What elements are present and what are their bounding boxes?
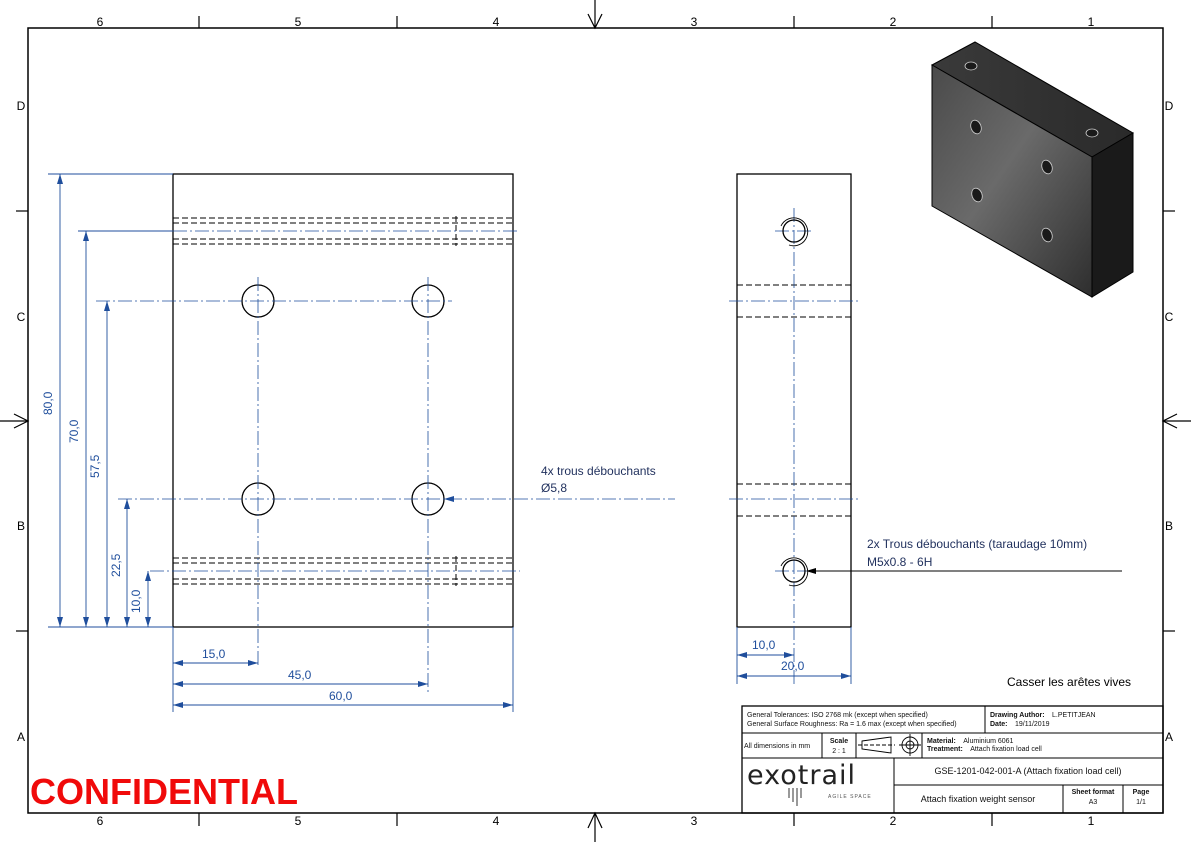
zone-label: 4: [493, 15, 500, 29]
page-value: 1/1: [1136, 799, 1146, 806]
dim-width-45: 45,0: [288, 668, 312, 682]
dim-width-60: 60,0: [329, 689, 353, 703]
logo-wordmark: exotrail: [747, 760, 856, 791]
through-holes: [241, 284, 445, 516]
sheet-format-label: Sheet format: [1072, 789, 1115, 796]
zone-label: B: [1165, 519, 1173, 533]
company-logo: exotrail AGILE SPACE: [747, 760, 872, 806]
leader-arrow: [806, 568, 816, 574]
side-centerlines: [729, 208, 858, 686]
zone-label: 6: [97, 15, 104, 29]
treatment-row: Treatment: Attach fixation load cell: [927, 738, 1042, 755]
isometric-view: [930, 41, 1134, 298]
thread-arc: [780, 557, 809, 587]
front-view: 80,0 70,0 57,5 22,5 10,0 15,0 45,0 60,0 …: [41, 173, 675, 712]
title-block: [741, 705, 1164, 814]
dim-height-10: 10,0: [129, 589, 143, 613]
dim-height-57-5: 57,5: [88, 454, 102, 478]
zone-label: C: [1165, 310, 1174, 324]
edge-break-note: Casser les arêtes vives: [1007, 675, 1131, 689]
zone-label: 6: [97, 814, 104, 828]
hidden-tapped-hole-bottom: [173, 556, 513, 586]
tapped-hole-callout-line1: 2x Trous débouchants (taraudage 10mm): [867, 537, 1087, 551]
author-value: L.PETITJEAN: [1052, 712, 1096, 719]
dimension-arrows: [57, 174, 151, 627]
projection-symbol-icon: [858, 734, 921, 756]
hidden-tapped-hole-top: [173, 216, 513, 246]
material-label: Material:: [927, 738, 956, 745]
zone-labels-left: D C B A: [17, 99, 26, 744]
dim-height-80: 80,0: [41, 391, 55, 415]
date-value: 19/11/2019: [1015, 721, 1050, 728]
dim-height-22-5: 22,5: [109, 553, 123, 577]
tolerances-text: General Tolerances: ISO 2768 mk (except …: [747, 712, 928, 719]
author-label: Drawing Author:: [990, 712, 1045, 719]
dimension-arrows: [737, 652, 851, 679]
horizontal-dimensions: [172, 627, 514, 712]
logo-thrust-icon: [788, 788, 802, 806]
iso-holes: [964, 61, 1099, 243]
thread-arc: [780, 217, 809, 247]
dimension-arrows: [173, 660, 513, 708]
units-text: All dimensions in mm: [744, 743, 810, 750]
leader-arrow: [444, 496, 454, 502]
roughness-text: General Surface Roughness: Ra = 1.6 max …: [747, 721, 957, 728]
tapped-hole-circle: [782, 219, 806, 243]
material-row: Material: Aluminium 6061: [927, 730, 1014, 747]
zone-label: D: [17, 99, 26, 113]
dim-height-70: 70,0: [67, 419, 81, 443]
date-label: Date:: [990, 721, 1008, 728]
hole-centerlines: [96, 277, 675, 694]
zone-label: 5: [295, 15, 302, 29]
treatment-label: Treatment:: [927, 746, 963, 753]
confidential-stamp: CONFIDENTIAL: [30, 771, 298, 812]
zone-label: A: [17, 730, 25, 744]
zone-label: C: [17, 310, 26, 324]
vertical-dimensions: [48, 173, 173, 628]
page-label: Page: [1133, 789, 1150, 796]
scale-label: Scale: [830, 738, 848, 745]
tapped-hole-callout-line2: M5x0.8 - 6H: [867, 555, 932, 569]
zone-label: 5: [295, 814, 302, 828]
zone-label: A: [1165, 730, 1173, 744]
drawing-title: Attach fixation weight sensor: [921, 794, 1036, 804]
zone-label: 2: [890, 15, 897, 29]
treatment-value: Attach fixation load cell: [970, 746, 1042, 753]
zone-labels-right: D C B A: [1165, 99, 1174, 744]
tapped-holes-side: [780, 217, 809, 587]
zone-label: 3: [691, 814, 698, 828]
logo-tagline: AGILE SPACE: [828, 794, 872, 800]
tapped-hole-circle: [782, 559, 806, 583]
iso-side-face: [1091, 132, 1134, 298]
zone-label: D: [1165, 99, 1174, 113]
side-view: 2x Trous débouchants (taraudage 10mm) M5…: [729, 173, 1122, 686]
dim-width-15: 15,0: [202, 647, 226, 661]
material-value: Aluminium 6061: [963, 738, 1013, 745]
zone-labels-top: 6 5 4 3 2 1: [97, 15, 1095, 29]
hole-callout-line1: 4x trous débouchants: [541, 464, 656, 478]
sheet-format-value: A3: [1089, 799, 1098, 806]
zone-label: 3: [691, 15, 698, 29]
zone-labels-bottom: 6 5 4 3 2 1: [97, 814, 1095, 828]
author-row: Drawing Author: L.PETITJEAN: [990, 704, 1096, 721]
date-row: Date: 19/11/2019: [990, 713, 1050, 730]
dim-side-20: 20,0: [781, 659, 805, 673]
zone-label: 1: [1088, 15, 1095, 29]
dim-side-10: 10,0: [752, 638, 776, 652]
zone-label: B: [17, 519, 25, 533]
part-number: GSE-1201-042-001-A (Attach fixation load…: [934, 766, 1121, 776]
hole-callout-line2: Ø5,8: [541, 481, 567, 495]
front-view-outline: [172, 173, 514, 628]
zone-ticks: [16, 16, 1175, 826]
zone-label: 1: [1088, 814, 1095, 828]
zone-label: 2: [890, 814, 897, 828]
scale-value: 2 : 1: [832, 748, 846, 755]
zone-label: 4: [493, 814, 500, 828]
